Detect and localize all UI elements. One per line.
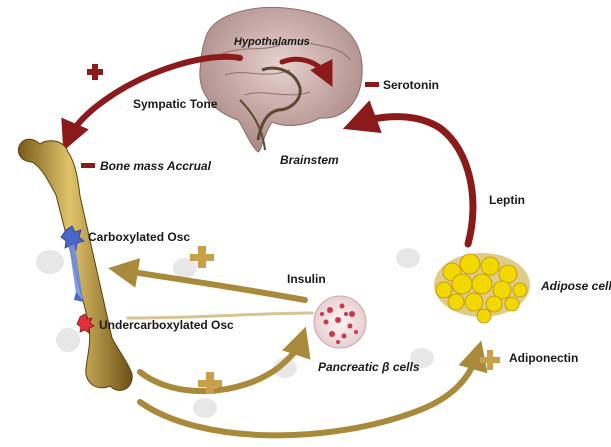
insulin-arrow bbox=[120, 270, 305, 300]
insulin-label: Insulin bbox=[287, 272, 326, 286]
hypothalamus-label: Hypothalamus bbox=[234, 36, 310, 48]
undercarboxylated-osc-label: Undercarboxylated Osc bbox=[99, 318, 234, 332]
plus-sign-sympatic bbox=[87, 64, 103, 80]
leptin-label: Leptin bbox=[489, 193, 525, 207]
adipose-cells-label: Adipose cells bbox=[541, 279, 611, 293]
brainstem-label: Brainstem bbox=[280, 153, 339, 167]
minus-sign-serotonin bbox=[365, 82, 379, 87]
sympatic-tone-label: Sympatic Tone bbox=[133, 97, 217, 111]
leptin-arrow bbox=[356, 117, 473, 244]
pancreatic-cell-illustration bbox=[314, 296, 366, 348]
brain-illustration bbox=[200, 7, 362, 152]
plus-sign-adiponectin bbox=[480, 350, 500, 370]
adiponectin-label: Adiponectin bbox=[509, 351, 578, 365]
carboxylated-osc-label: Carboxylated Osc bbox=[88, 230, 190, 244]
serotonin-label: Serotonin bbox=[383, 78, 439, 92]
minus-sign-bone-mass bbox=[81, 163, 95, 168]
bone-mass-accrual-label: Bone mass Accrual bbox=[100, 159, 211, 173]
adipose-cells-illustration bbox=[434, 253, 530, 323]
bone-illustration bbox=[18, 139, 132, 390]
pancreatic-cells-label: Pancreatic β cells bbox=[318, 360, 420, 374]
